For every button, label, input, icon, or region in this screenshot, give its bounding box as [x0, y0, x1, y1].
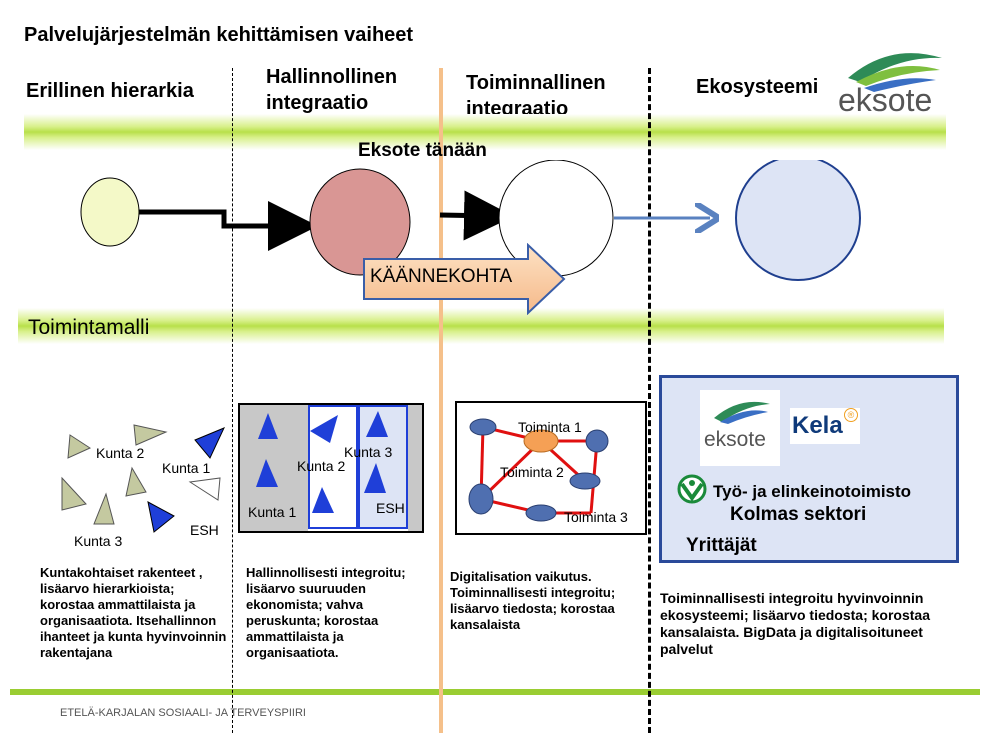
arrow-1: [139, 201, 318, 251]
kela-badge-icon: ®: [844, 408, 858, 422]
panel3-label-toiminta1: Toiminta 1: [518, 419, 582, 435]
phase-1-label: Erillinen hierarkia: [26, 80, 194, 102]
panel4-eksote-logo: eksote: [700, 390, 780, 466]
page-title: Palvelujärjestelmän kehittämisen vaiheet: [24, 24, 414, 46]
panel2-label-kunta1: Kunta 1: [248, 504, 297, 520]
divider-1: [232, 68, 233, 733]
divider-2: [439, 68, 443, 733]
footer-text: ETELÄ-KARJALAN SOSIAALI- JA TERVEYSPIIRI: [60, 707, 306, 719]
eksote-small-swoosh-icon: [714, 401, 770, 424]
panel1-label-kunta1: Kunta 1: [162, 460, 211, 476]
panel1-label-kunta3: Kunta 3: [74, 533, 123, 549]
circle-phase-1: [80, 177, 140, 247]
yrittajat-label: Yrittäjät: [686, 535, 757, 556]
panel3-network: [468, 418, 609, 522]
arrow-2: [439, 190, 514, 241]
panel1-label-esh: ESH: [190, 522, 219, 538]
eksote-logo: eksote: [830, 48, 950, 120]
turning-point-arrow: [363, 243, 566, 315]
panel1-shapes: [61, 424, 225, 533]
phase-2-label: Hallinnollinen integraatio: [266, 66, 398, 114]
tyo-logo-icon: [677, 474, 707, 504]
footer-line: [10, 689, 980, 695]
panel2-description: Hallinnollisesti integroitu; lisäarvo su…: [246, 565, 406, 660]
today-label: Eksote tänään: [358, 140, 487, 161]
phase-4-label: Ekosysteemi: [696, 76, 819, 98]
green-band-top: [24, 114, 946, 150]
panel4-description: Toiminnallisesti integroitu hyvinvoinnin…: [660, 590, 931, 657]
panel4-eksote-text: eksote: [704, 428, 766, 451]
green-band-model: [18, 308, 944, 344]
circle-phase-4: [735, 160, 861, 281]
panel3-description: Digitalisation vaikutus. Toiminnallisest…: [450, 569, 616, 632]
panel2-label-kunta2: Kunta 2: [297, 458, 346, 474]
model-label: Toimintamalli: [28, 316, 150, 339]
circle-phase-2: [309, 168, 411, 276]
tyo-label: Työ- ja elinkeinotoimisto: [713, 482, 912, 501]
eksote-swoosh-icon: [848, 53, 942, 92]
kolmas-label: Kolmas sektori: [730, 504, 867, 525]
panel1-label-kunta2: Kunta 2: [96, 445, 145, 461]
panel1-description: Kuntakohtaiset rakenteet , lisäarvo hier…: [40, 565, 227, 660]
turning-point-label: KÄÄNNEKOHTA: [370, 266, 513, 287]
kela-text: Kela: [792, 412, 843, 439]
kela-logo: Kela ®: [790, 408, 860, 444]
panel2-label-esh: ESH: [376, 500, 405, 516]
logo-text: eksote: [838, 82, 933, 118]
panel3-label-toiminta2: Toiminta 2: [500, 464, 564, 480]
panel2-label-kunta3: Kunta 3: [344, 444, 393, 460]
panel3-label-toiminta3: Toiminta 3: [564, 509, 628, 525]
panel2-shapes: [256, 411, 388, 513]
divider-3: [648, 68, 651, 733]
